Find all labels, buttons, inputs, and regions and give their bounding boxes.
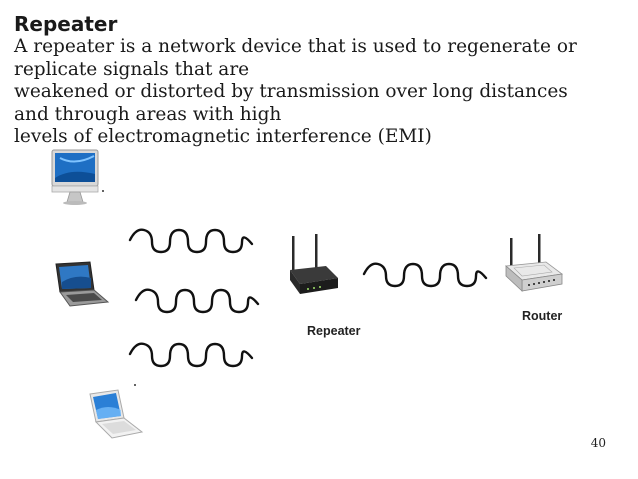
connector-dot xyxy=(102,190,104,192)
body-line: weakened or distorted by transmission ov… xyxy=(14,81,568,103)
repeater-label: Repeater xyxy=(307,324,361,338)
body-line: and through areas with high xyxy=(14,103,282,125)
page-number: 40 xyxy=(590,436,606,450)
imac-desktop-icon xyxy=(51,149,99,205)
body-line: levels of electromagnetic interference (… xyxy=(14,126,432,148)
signal-wave-icon xyxy=(128,228,254,254)
macbook-laptop-icon xyxy=(89,389,144,439)
connector-dot xyxy=(134,384,136,386)
slide-body: A repeater is a network device that is u… xyxy=(14,36,634,149)
signal-wave-icon xyxy=(134,288,260,314)
body-line: replicate signals that are xyxy=(14,58,250,80)
laptop-icon xyxy=(55,261,110,307)
router-label: Router xyxy=(522,309,563,323)
repeater-device-icon xyxy=(290,234,338,294)
router-device-icon xyxy=(505,234,564,292)
body-line: A repeater is a network device that is u… xyxy=(14,36,577,57)
signal-wave-icon xyxy=(362,262,488,288)
signal-wave-icon xyxy=(128,342,254,368)
slide-title: Repeater xyxy=(14,12,118,36)
